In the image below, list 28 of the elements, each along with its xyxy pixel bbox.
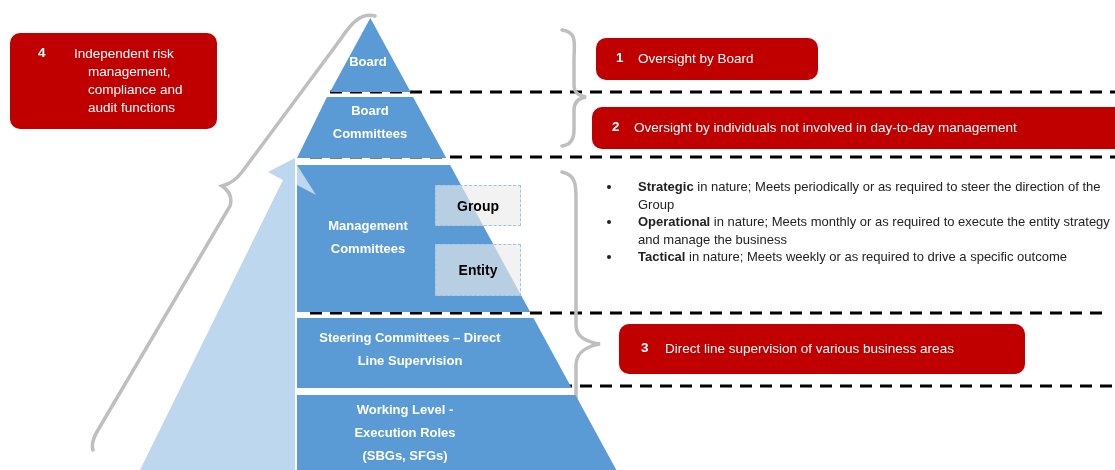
box-label: Group [457,197,499,214]
callout-box [592,107,1115,149]
tier-label: Management Committees [327,217,409,258]
dashed-box [435,244,521,296]
light-triangle [140,158,295,470]
box-label: Entity [458,262,498,278]
bullet-item: Tactical in nature; Meets weekly or as required to drive a specific outcome [638,248,1068,266]
callout-box [10,33,217,129]
callout-number: 2 [612,119,621,134]
dashed-box [435,185,521,226]
callout-text: Direct line supervision of various business areas [665,340,954,358]
tier-label: Steering Committees – Direct Line Supervision [318,329,502,370]
callout-text: Oversight by Board [638,50,754,68]
tier-label: Board Committees [331,102,409,143]
pyramid-tier [297,97,447,158]
callout-number: 4 [38,45,47,60]
callout-text: Oversight by individuals not involved in day-to-day management [634,119,1017,137]
pyramid-tier [297,165,531,312]
pyramid-tier [297,395,617,470]
pyramid-tier [329,18,411,92]
callout-box [596,38,818,80]
tier-label: Working Level - Execution Roles (SBGs, SFGs) [353,401,457,465]
callout-text: Independent risk management, compliance and audit functions [74,45,184,117]
tier-label: Board [348,53,388,71]
callout-number: 1 [616,50,625,65]
pyramid-tier [297,318,572,388]
callout-box [619,324,1025,374]
callout-number: 3 [641,340,650,355]
